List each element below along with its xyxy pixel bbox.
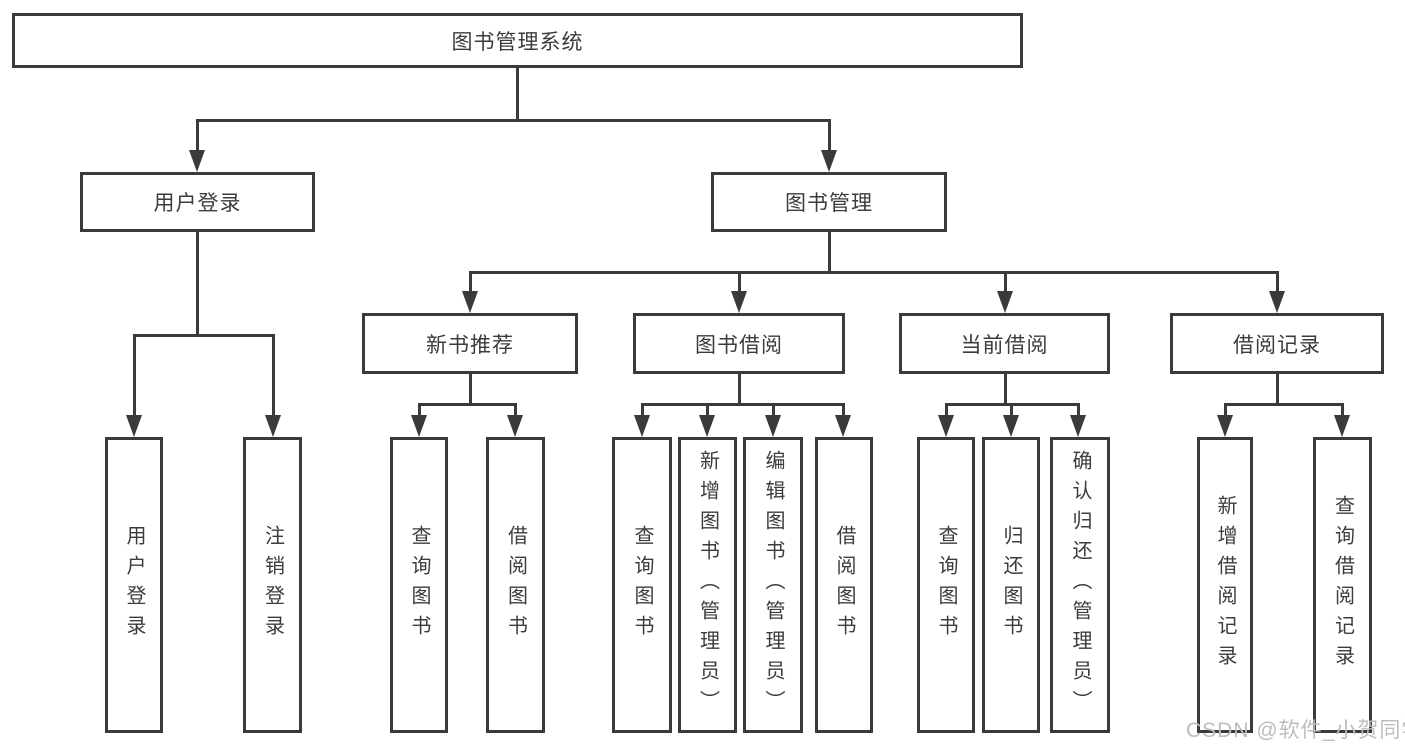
connector-drop xyxy=(514,403,517,417)
connector-recommend-stub xyxy=(469,374,472,405)
connector-root-bus xyxy=(196,119,830,122)
arrow-down-icon xyxy=(1070,415,1086,437)
connector-borrowing-bus xyxy=(641,403,845,406)
node-borrowing-records: 借阅记录 xyxy=(1170,313,1384,374)
connector-recommend-bus xyxy=(418,403,517,406)
arrow-down-icon xyxy=(835,415,851,437)
connector-drop xyxy=(842,403,845,417)
arrow-down-icon xyxy=(938,415,954,437)
arrow-down-icon xyxy=(765,415,781,437)
connector-drop xyxy=(133,334,136,416)
leaf-borrow-books-recommend: 借阅图书 xyxy=(486,437,545,733)
arrow-down-icon xyxy=(462,291,478,313)
connector-drop xyxy=(418,403,421,417)
arrow-down-icon xyxy=(411,415,427,437)
leaf-return-book: 归还图书 xyxy=(982,437,1040,733)
connector-drop xyxy=(196,119,199,152)
node-library-system: 图书管理系统 xyxy=(12,13,1023,68)
watermark-text: CSDN @软件_小贺同学 xyxy=(1186,719,1405,742)
leaf-borrow-books-borrowing: 借阅图书 xyxy=(815,437,873,733)
connector-drop xyxy=(1224,403,1227,417)
connector-drop xyxy=(738,271,741,294)
connector-drop xyxy=(1276,271,1279,294)
leaf-query-books-recommend: 查询图书 xyxy=(390,437,448,733)
arrow-down-icon xyxy=(997,291,1013,313)
leaf-query-borrow-record: 查询借阅记录 xyxy=(1313,437,1372,733)
connector-records-bus xyxy=(1224,403,1343,406)
connector-root-stub xyxy=(516,68,519,120)
connector-drop xyxy=(945,403,948,417)
connector-drop xyxy=(828,119,831,152)
connector-drop xyxy=(469,271,472,294)
connector-bookmgmt-bus xyxy=(469,271,1279,274)
arrow-down-icon xyxy=(1269,291,1285,313)
connector-drop xyxy=(1010,403,1013,417)
arrow-down-icon xyxy=(634,415,650,437)
connector-records-stub xyxy=(1276,374,1279,405)
node-book-management: 图书管理 xyxy=(711,172,947,232)
connector-drop xyxy=(1341,403,1344,417)
leaf-query-books-borrowing: 查询图书 xyxy=(612,437,672,733)
connector-userlogin-bus xyxy=(133,334,275,337)
leaf-edit-book-admin: 编辑图书（管理员） xyxy=(743,437,803,733)
arrow-down-icon xyxy=(731,291,747,313)
arrow-down-icon xyxy=(1217,415,1233,437)
leaf-user-login: 用户登录 xyxy=(105,437,163,733)
connector-current-stub xyxy=(1004,374,1007,405)
connector-bookmgmt-stub xyxy=(828,232,831,272)
node-user-login: 用户登录 xyxy=(80,172,315,232)
leaf-add-borrow-record: 新增借阅记录 xyxy=(1197,437,1253,733)
leaf-query-books-current: 查询图书 xyxy=(917,437,975,733)
arrow-down-icon xyxy=(821,150,837,172)
arrow-down-icon xyxy=(1334,415,1350,437)
arrow-down-icon xyxy=(265,415,281,437)
connector-borrowing-stub xyxy=(738,374,741,405)
leaf-logout: 注销登录 xyxy=(243,437,302,733)
arrow-down-icon xyxy=(126,415,142,437)
connector-userlogin-stub xyxy=(196,232,199,335)
connector-drop xyxy=(1077,403,1080,417)
leaf-add-book-admin: 新增图书（管理员） xyxy=(678,437,737,733)
arrow-down-icon xyxy=(507,415,523,437)
connector-drop xyxy=(706,403,709,417)
connector-drop xyxy=(272,334,275,416)
connector-drop xyxy=(641,403,644,417)
connector-drop xyxy=(772,403,775,417)
node-current-borrowing: 当前借阅 xyxy=(899,313,1110,374)
leaf-confirm-return-admin: 确认归还（管理员） xyxy=(1050,437,1110,733)
arrow-down-icon xyxy=(189,150,205,172)
arrow-down-icon xyxy=(699,415,715,437)
arrow-down-icon xyxy=(1003,415,1019,437)
connector-drop xyxy=(1004,271,1007,294)
node-new-book-recommendation: 新书推荐 xyxy=(362,313,578,374)
node-book-borrowing: 图书借阅 xyxy=(633,313,845,374)
